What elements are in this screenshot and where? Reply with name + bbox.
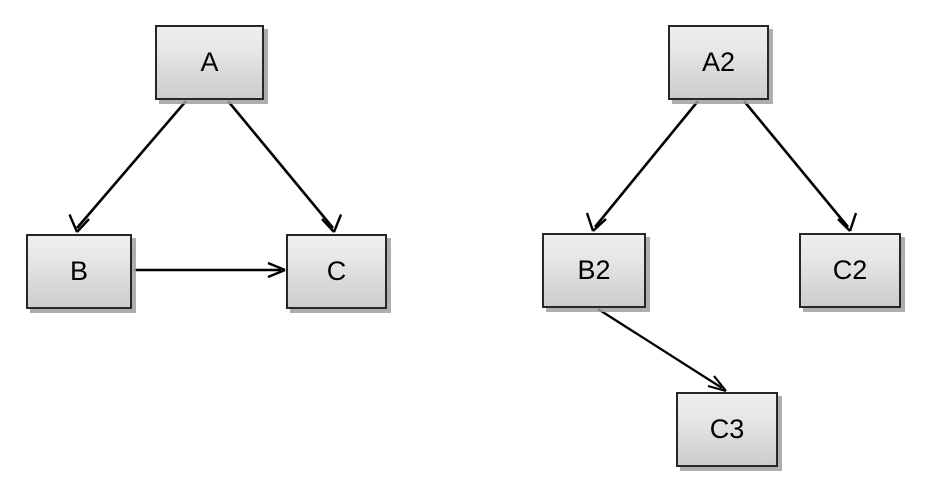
edge-a2-to-b2: [585, 100, 700, 232]
node-c3[interactable]: C3: [676, 392, 778, 467]
node-a-label: A: [200, 47, 219, 77]
node-c2[interactable]: C2: [799, 233, 901, 308]
node-c-label: C: [326, 256, 347, 286]
node-c3-label: C3: [709, 414, 745, 444]
node-a[interactable]: A: [155, 25, 264, 100]
node-b2[interactable]: B2: [542, 233, 646, 308]
node-b[interactable]: B: [26, 234, 132, 309]
node-b2-label: B2: [577, 255, 611, 285]
edge-b-to-c: [134, 261, 286, 279]
edge-a-to-c: [226, 100, 343, 233]
node-a2-label: A2: [701, 47, 736, 77]
edge-a-to-b: [68, 100, 187, 233]
node-c2-label: C2: [832, 255, 868, 285]
node-b-label: B: [69, 256, 88, 286]
edge-b2-to-c3: [597, 308, 727, 393]
edge-a2-to-c2: [742, 100, 858, 232]
node-a2[interactable]: A2: [668, 25, 769, 100]
node-c[interactable]: C: [286, 234, 387, 309]
